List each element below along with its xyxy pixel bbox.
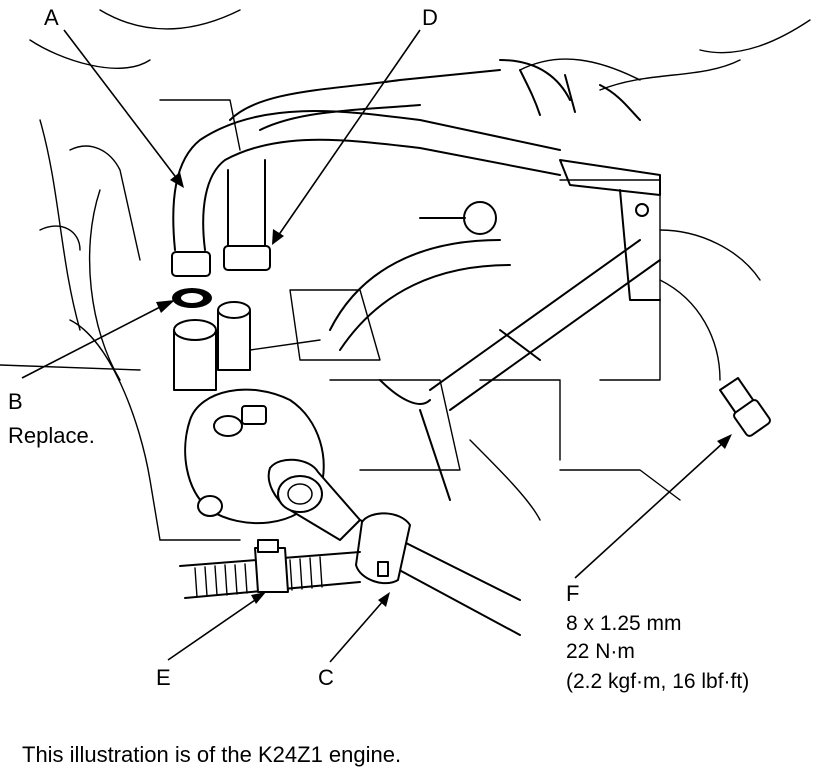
- figure-caption: This illustration is of the K24Z1 engine…: [22, 742, 402, 767]
- leader-b: [21, 300, 175, 379]
- coolant-pipe-bracket: [429, 159, 661, 411]
- callout-a: A: [44, 5, 59, 30]
- leader-e: [167, 592, 266, 661]
- leader-f: [574, 434, 732, 579]
- engine-block-outline: [0, 9, 811, 541]
- water-outlet-housing: [184, 388, 361, 541]
- wire-harness: [329, 201, 511, 501]
- bolt-size-spec: 8 x 1.25 mm: [566, 612, 682, 635]
- leader-a: [63, 29, 184, 188]
- leader-c: [329, 592, 390, 663]
- callout-c: C: [318, 665, 334, 690]
- torque-spec-alt: (2.2 kgf·m, 16 lbf·ft): [566, 670, 750, 693]
- radiator-hose-lower: [355, 512, 521, 636]
- callout-f: F: [566, 581, 580, 606]
- torque-spec-nm: 22 N·m: [566, 640, 635, 663]
- callout-b-note: Replace.: [8, 423, 95, 448]
- callout-e: E: [156, 665, 171, 690]
- heater-hose-upper: [171, 59, 641, 277]
- bypass-hose: [223, 159, 271, 271]
- o-ring: [172, 288, 212, 308]
- bolt: [719, 377, 771, 437]
- callout-d: D: [422, 5, 438, 30]
- inlet-pipes: [173, 301, 251, 391]
- callout-b: B: [8, 389, 23, 414]
- leader-d: [272, 29, 421, 245]
- corrugated-hose: [179, 539, 361, 599]
